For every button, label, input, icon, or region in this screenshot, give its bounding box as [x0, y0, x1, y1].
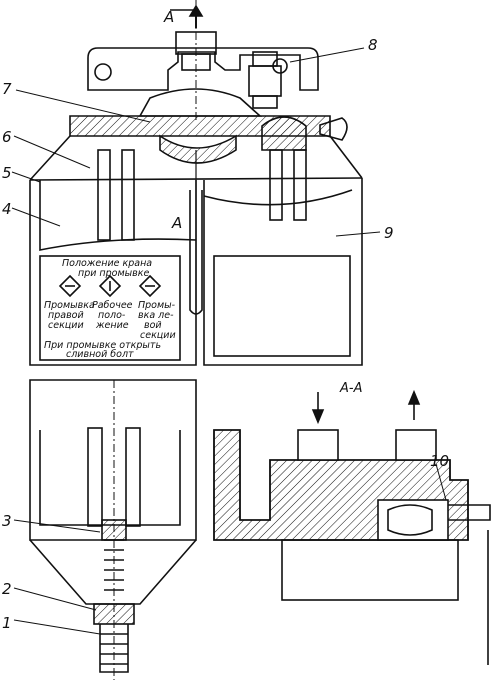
- plate-col1-b: правой: [48, 310, 84, 321]
- plate-col1-c: секции: [48, 320, 84, 331]
- section-mark-mid: А: [171, 214, 182, 232]
- plate-col1-a: Промывка: [44, 300, 95, 311]
- lower-bowl: [29, 379, 197, 680]
- callout-2: 2: [2, 580, 12, 598]
- callout-9: 9: [384, 224, 394, 242]
- sight-window: [213, 255, 351, 357]
- callout-1: 1: [2, 614, 12, 632]
- plate-line-2: при промывке: [78, 268, 149, 279]
- plate-bottom-2: сливной болт: [66, 349, 134, 360]
- inlet-fitting: [170, 0, 217, 120]
- section-mark-top: А: [163, 8, 174, 26]
- plate-col2-b: поло-: [98, 310, 126, 321]
- plate-col3-b: вка ле-: [138, 310, 174, 321]
- callout-4: 4: [2, 200, 12, 218]
- callout-8: 8: [368, 36, 378, 54]
- plate-col2-a: Рабочее: [92, 300, 133, 311]
- leader-lines: [11, 47, 447, 635]
- plate-col2-c: жение: [95, 320, 129, 331]
- section-title: А-А: [339, 381, 362, 396]
- filter-cover: [29, 88, 363, 181]
- instruction-plate: [39, 255, 181, 361]
- callout-7: 7: [2, 80, 12, 98]
- plate-col3-c: вой: [144, 320, 162, 331]
- upper-bowls: [29, 149, 363, 366]
- plate-bottom-1: При промывке открыть: [44, 340, 161, 351]
- plate-col3-a: Промы-: [138, 300, 176, 311]
- section-a-a: [213, 389, 491, 665]
- callout-10: 10: [430, 452, 449, 470]
- callout-6: 6: [2, 128, 12, 146]
- bleed-valve: [248, 51, 348, 141]
- callout-3: 3: [2, 512, 12, 530]
- callout-5: 5: [2, 164, 12, 182]
- plate-col3-d: секции: [140, 330, 176, 341]
- plate-line-1: Положение крана: [62, 258, 152, 269]
- plate-text: Положение крана при промывке Промывка пр…: [44, 258, 176, 360]
